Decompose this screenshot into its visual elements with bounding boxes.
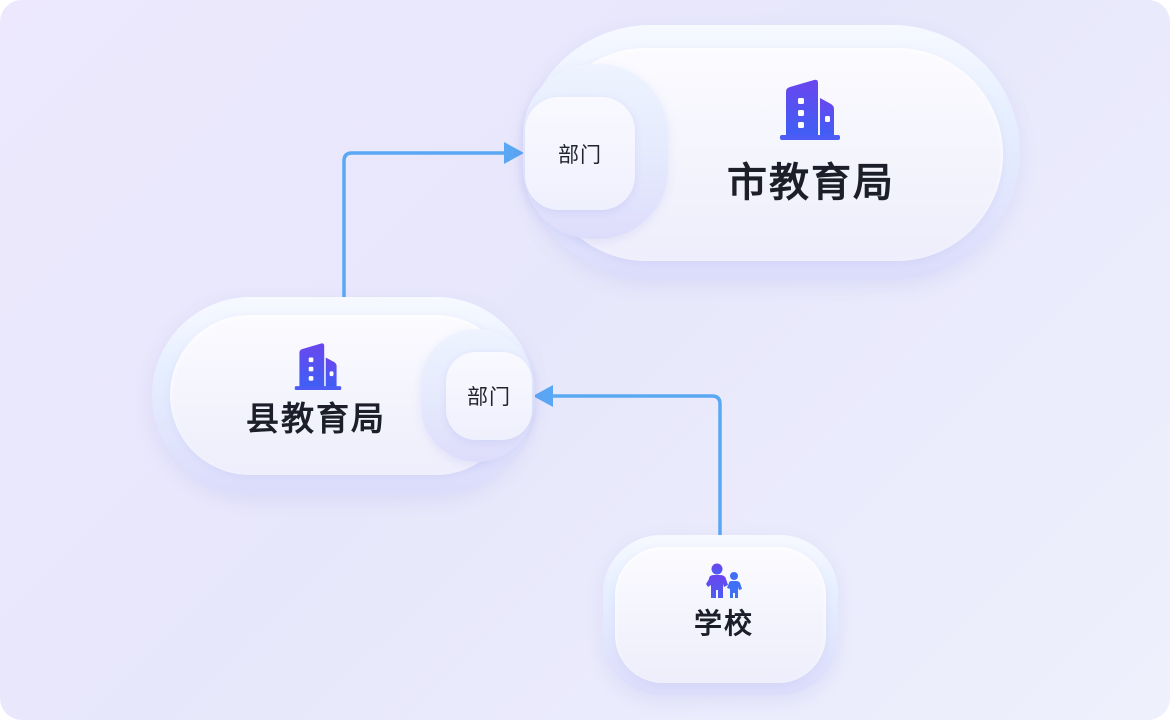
parent-child-icon: [706, 563, 742, 598]
city-bureau-label: 市教育局: [727, 160, 895, 206]
arrowhead-city-dept: [504, 142, 524, 164]
arrowhead-county-dept: [533, 385, 553, 407]
dept-city-button[interactable]: 部门: [525, 97, 635, 210]
school-label: 学校: [694, 607, 755, 640]
office-building-icon: [294, 343, 342, 390]
dept-city-label: 部门: [558, 142, 602, 167]
dept-county-button[interactable]: 部门: [446, 352, 532, 440]
county-bureau-label: 县教育局: [246, 399, 386, 438]
office-building-icon: [780, 79, 840, 140]
dept-county-label: 部门: [467, 385, 511, 409]
connector-school-to-county: [551, 394, 722, 537]
connector-county-to-city: [342, 151, 507, 299]
